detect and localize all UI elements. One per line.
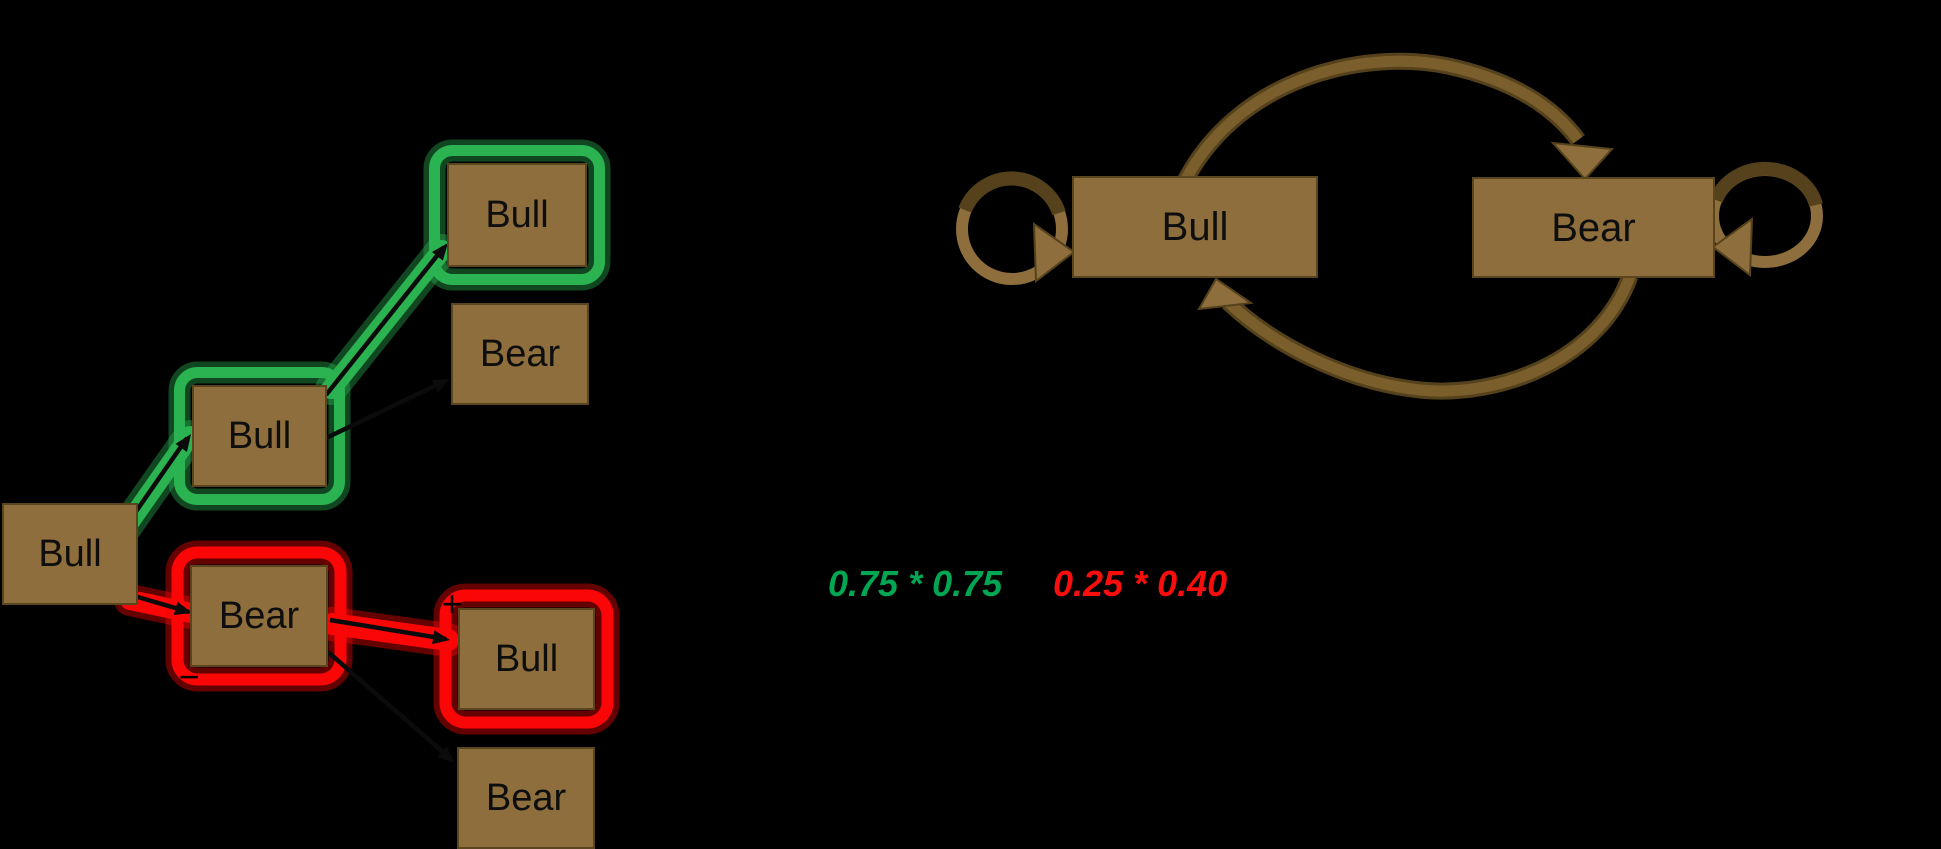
loop-arrowhead-icon — [1032, 222, 1076, 283]
node-label: Bull — [1161, 205, 1229, 249]
node-label: Bear — [485, 777, 567, 819]
bull-to-bear-arc-arrow — [1175, 52, 1615, 189]
tree-node-bear-step1: Bear — [190, 565, 328, 667]
node-label: Bull — [227, 415, 292, 457]
edge-bear-to-bear — [326, 650, 453, 761]
node-label: Bull — [494, 638, 559, 680]
plus-sign-label: + — [441, 583, 463, 624]
tree-node-bull-step1: Bull — [192, 385, 327, 487]
bear-to-bull-arc-arrow — [1197, 272, 1639, 400]
tree-node-bull-root: Bull — [2, 503, 138, 605]
arc-arrowhead-icon — [1197, 277, 1254, 311]
edge-bear-to-bull — [329, 617, 447, 642]
edge-bull-to-bull — [324, 245, 446, 397]
tree-node-bull-step2: Bull — [447, 163, 587, 267]
bear-self-loop-arrow — [1707, 161, 1823, 277]
minus-sign-label: − — [178, 656, 200, 697]
node-label: Bull — [38, 533, 102, 575]
tree-node-bear-step2-bottom: Bear — [457, 747, 595, 849]
arrowhead-icon — [431, 243, 448, 261]
node-label: Bear — [1551, 205, 1636, 250]
green-probability-text: 0.75 * 0.75 — [828, 563, 1003, 604]
arrowhead-icon — [173, 601, 192, 616]
node-label: Bear — [479, 333, 561, 375]
tree-node-bear-step2-top: Bear — [451, 303, 589, 405]
arrowhead-icon — [437, 746, 455, 763]
tree-arrowheads — [173, 243, 455, 763]
arrowhead-icon — [175, 434, 191, 452]
tree-node-bull-step2-red: Bull — [458, 608, 595, 710]
arrowhead-icon — [432, 630, 450, 645]
node-label: Bull — [485, 194, 549, 236]
markov-node-bull: Bull — [1072, 176, 1318, 278]
arc-arrowhead-icon — [1550, 141, 1615, 181]
arrowhead-icon — [431, 379, 450, 393]
loop-arrowhead-icon — [1711, 216, 1754, 277]
markov-node-bear: Bear — [1472, 177, 1715, 278]
bull-self-loop-arrow — [956, 171, 1076, 285]
tree-edges — [126, 245, 453, 761]
edge-bull-to-bear — [323, 378, 446, 442]
node-label: Bear — [218, 595, 300, 637]
red-probability-text: 0.25 * 0.40 — [1053, 563, 1228, 604]
